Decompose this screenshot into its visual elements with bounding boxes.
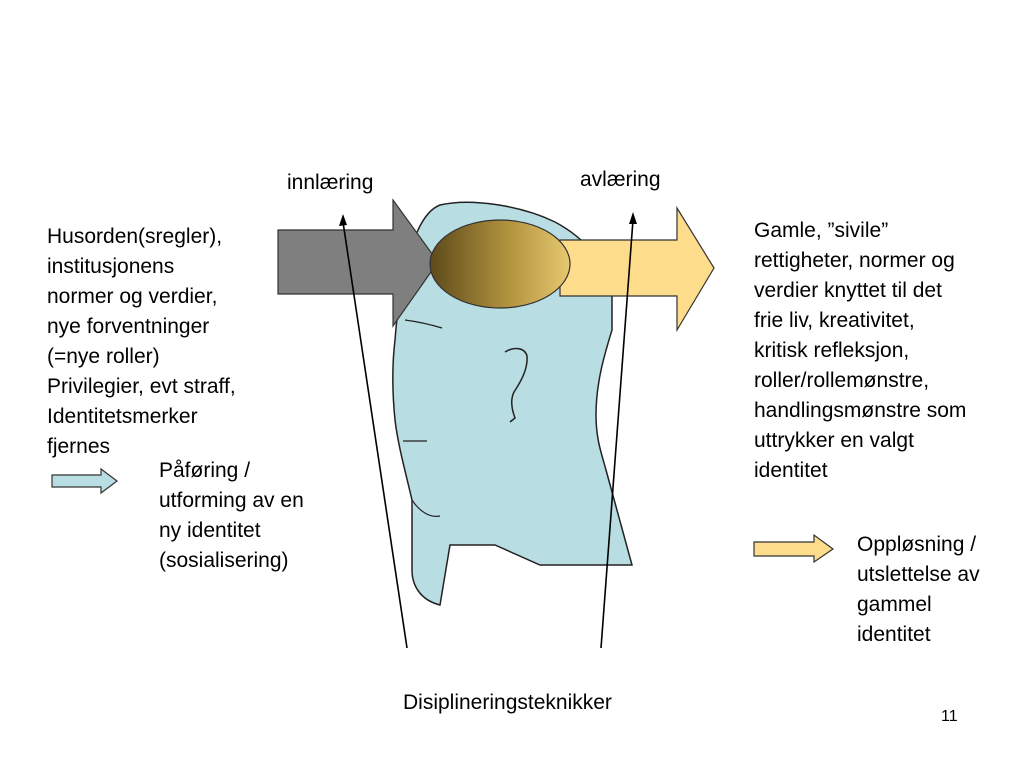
innlaering-label: innlæring	[287, 171, 374, 194]
eye-line	[404, 319, 443, 329]
legend-blue-text: Påføring / utforming av en ny identitet …	[159, 459, 304, 572]
legend-yellow-arrow	[753, 533, 835, 564]
right-text-block: Gamle, ”sivile” rettigheter, normer og v…	[754, 219, 967, 482]
chin-line	[411, 499, 441, 517]
gray-input-arrow	[277, 198, 439, 328]
legend-blue-arrow	[51, 467, 118, 495]
ear	[504, 347, 528, 423]
innlaering-arrowhead	[339, 214, 347, 226]
caption: Disiplineringsteknikker	[403, 691, 612, 714]
left-text-block: Husorden(sregler), institusjonens normer…	[47, 225, 236, 458]
yellow-output-arrow	[559, 205, 715, 333]
avlaering-line	[600, 219, 634, 649]
legend-yellow-text: Oppløsning / utslettelse av gammel ident…	[857, 533, 980, 646]
avlaering-arrowhead	[629, 212, 637, 224]
innlaering-line	[342, 221, 408, 649]
page-number: 11	[941, 708, 958, 725]
brain-ellipse	[429, 219, 571, 309]
avlaering-label: avlæring	[580, 168, 661, 191]
